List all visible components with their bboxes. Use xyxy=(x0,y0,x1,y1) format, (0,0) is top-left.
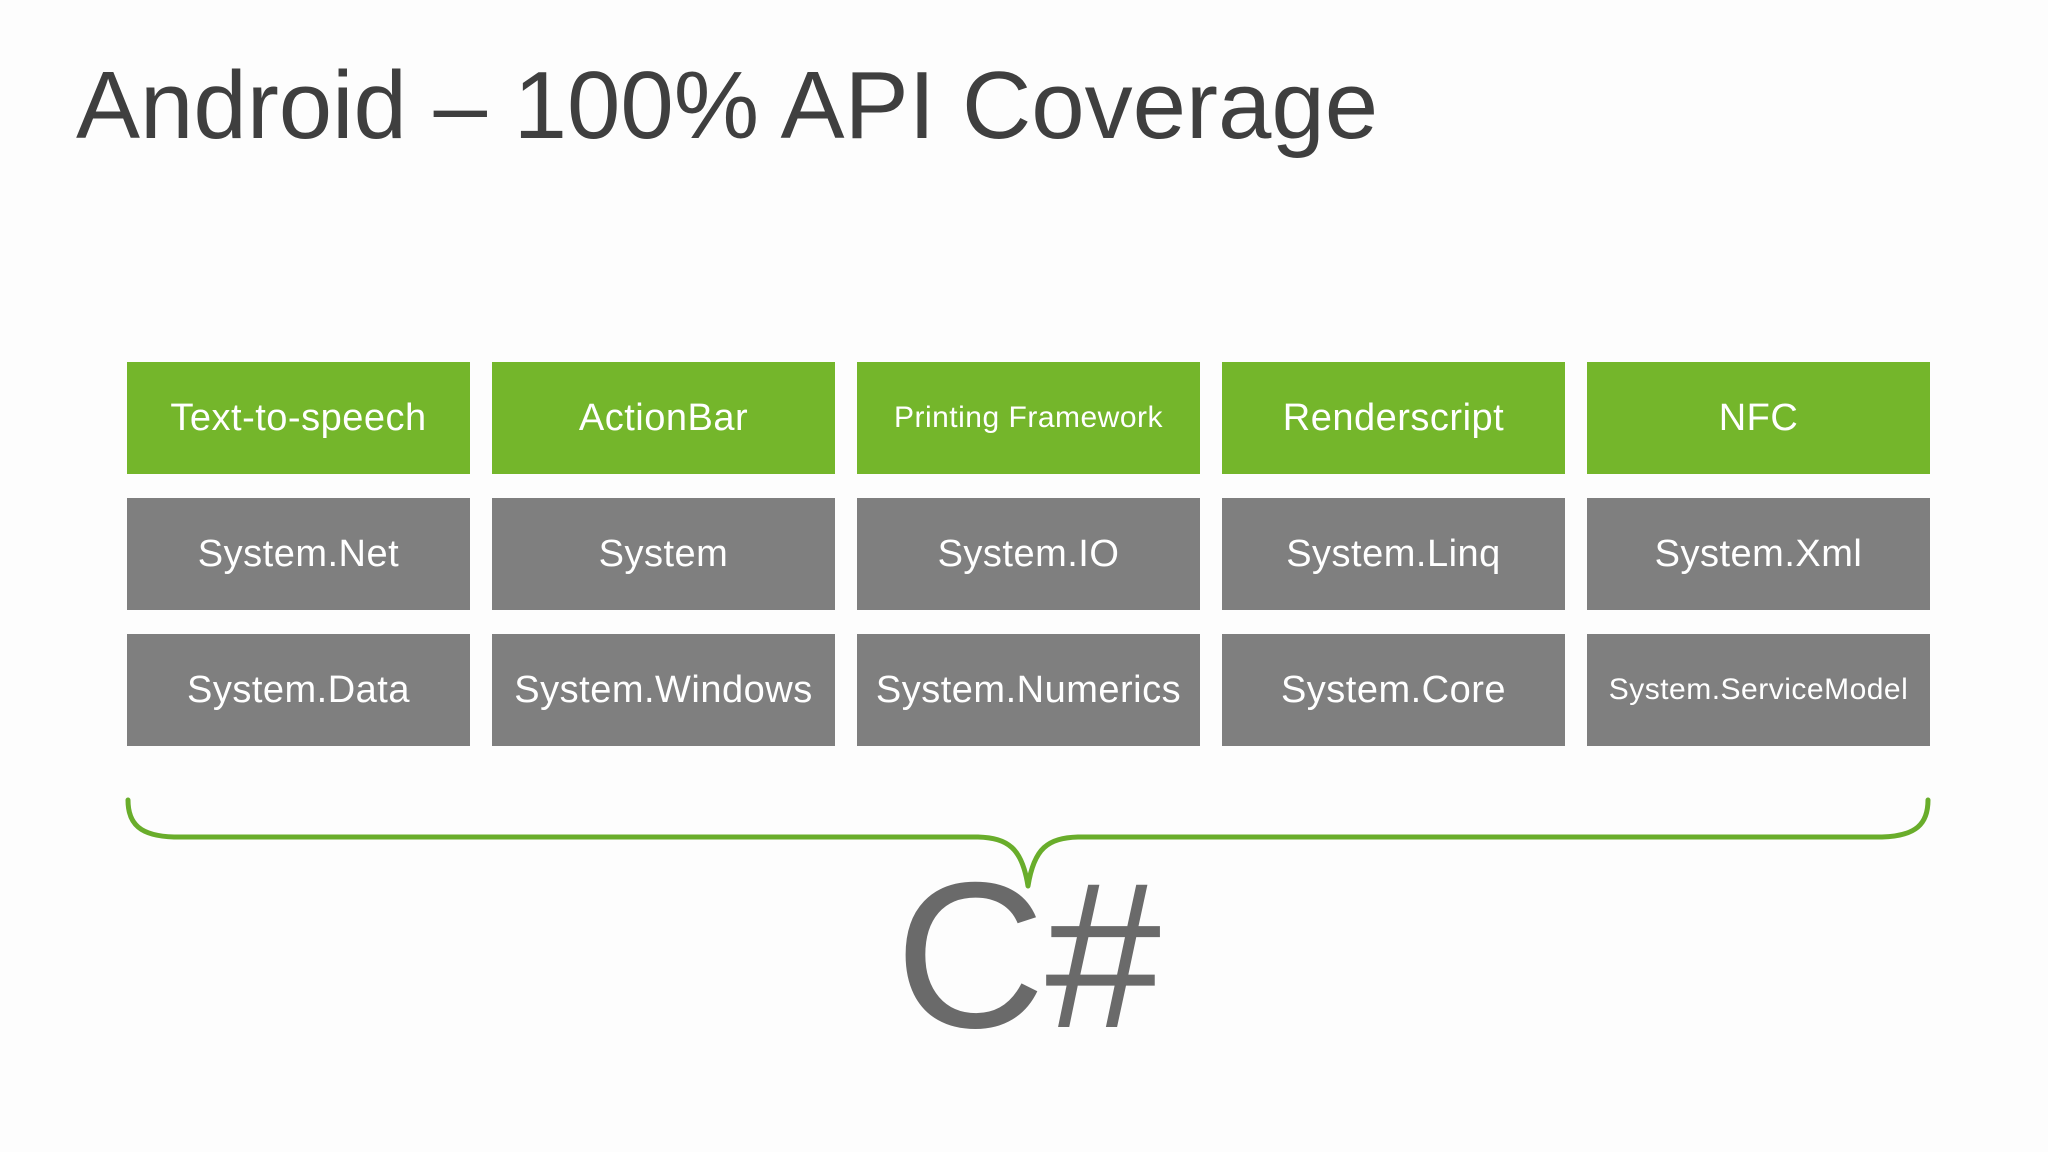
namespace-box-system: System xyxy=(492,498,835,610)
namespace-box-system-linq: System.Linq xyxy=(1222,498,1565,610)
namespace-box-system-xml: System.Xml xyxy=(1587,498,1930,610)
feature-box-text-to-speech: Text-to-speech xyxy=(127,362,470,474)
feature-box-actionbar: ActionBar xyxy=(492,362,835,474)
namespace-box-system-io: System.IO xyxy=(857,498,1200,610)
namespace-box-system-core: System.Core xyxy=(1222,634,1565,746)
namespace-box-system-numerics: System.Numerics xyxy=(857,634,1200,746)
namespace-box-system-servicemodel: System.ServiceModel xyxy=(1587,634,1930,746)
namespace-box-system-data: System.Data xyxy=(127,634,470,746)
feature-box-printing-framework: Printing Framework xyxy=(857,362,1200,474)
csharp-label: C# xyxy=(895,840,1161,1072)
namespace-box-system-net: System.Net xyxy=(127,498,470,610)
slide-title: Android – 100% API Coverage xyxy=(76,52,1379,159)
feature-box-nfc: NFC xyxy=(1587,362,1930,474)
api-grid: Text-to-speech ActionBar Printing Framew… xyxy=(127,362,1930,746)
namespace-box-system-windows: System.Windows xyxy=(492,634,835,746)
feature-box-renderscript: Renderscript xyxy=(1222,362,1565,474)
